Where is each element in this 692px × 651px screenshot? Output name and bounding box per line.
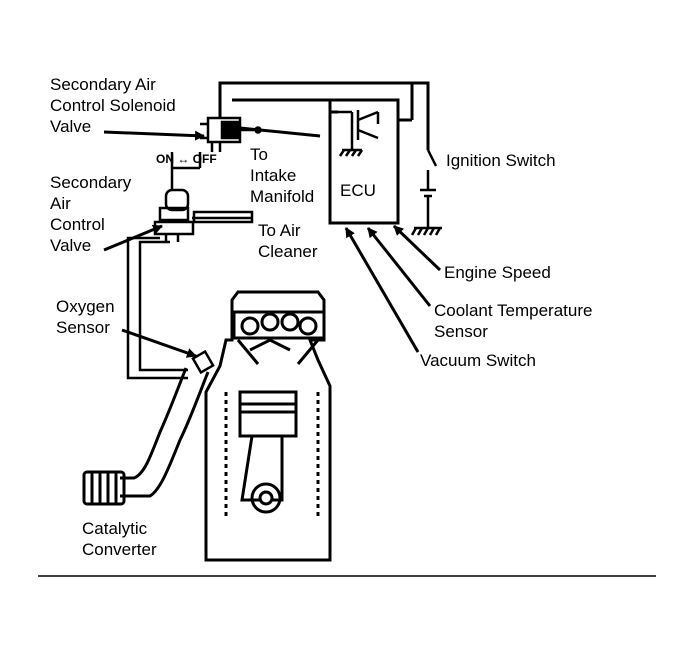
control-valve-line-2: Air (50, 194, 71, 213)
catalytic-line-2: Converter (82, 540, 157, 559)
exhaust-pipe (82, 367, 210, 506)
air-hose (126, 236, 188, 380)
coolant-sensor-label: Coolant Temperature Sensor (434, 300, 592, 342)
oxygen-sensor-label: Oxygen Sensor (56, 296, 115, 338)
intake-manifold-label: To Intake Manifold (250, 144, 314, 207)
ecu-box (328, 98, 400, 225)
engine-block (204, 290, 332, 562)
air-cleaner-line-1: To Air (258, 221, 301, 240)
coolant-line-1: Coolant Temperature (434, 301, 593, 320)
control-valve-line-4: Valve (50, 236, 92, 255)
control-valve-line-1: Secondary (50, 173, 132, 192)
oxygen-sensor-symbol (191, 349, 215, 375)
catalytic-line-1: Catalytic (82, 519, 148, 538)
coolant-line-2: Sensor (434, 322, 488, 341)
air-cleaner-line-2: Cleaner (258, 242, 318, 261)
control-valve-label: Secondary Air Control Valve (50, 172, 131, 256)
ecu-label: ECU (340, 181, 376, 200)
catalytic-converter-label: Catalytic Converter (82, 518, 157, 560)
intake-line-1: To (250, 145, 268, 164)
solenoid-line-1: Secondary Air (50, 75, 156, 94)
solenoid-valve-symbol (200, 116, 262, 152)
oxygen-line-1: Oxygen (56, 297, 115, 316)
solenoid-line-3: Valve (50, 117, 92, 136)
intake-line-2: Intake (250, 166, 297, 185)
engine-speed-label: Engine Speed (444, 263, 551, 282)
control-valve-line-3: Control (50, 215, 105, 234)
ignition-switch-label: Ignition Switch (446, 151, 556, 170)
intake-line-3: Manifold (250, 187, 315, 206)
vacuum-switch-label: Vacuum Switch (420, 351, 536, 370)
solenoid-line-2: Control Solenoid (50, 96, 176, 115)
leader-arrows (103, 130, 442, 358)
ignition-switch-symbol (410, 149, 442, 236)
solenoid-valve-label: Secondary Air Control Solenoid Valve (50, 74, 176, 137)
air-cleaner-label: To Air Cleaner (258, 220, 318, 262)
ecu-transistor-symbol (338, 110, 380, 157)
on-off-label: ON ↔ OFF (156, 152, 217, 166)
oxygen-line-2: Sensor (56, 318, 110, 337)
